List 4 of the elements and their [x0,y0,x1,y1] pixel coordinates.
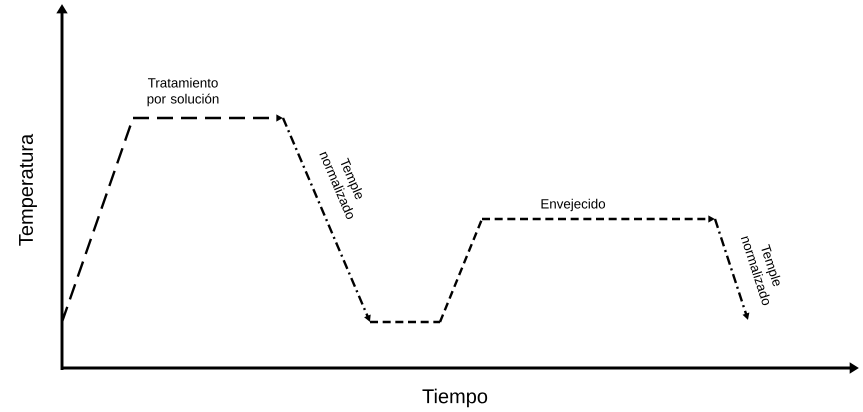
stage-label: Envejecido [541,198,606,212]
axis-label: Temperatura [19,134,37,246]
axis-label: Tiempo [422,388,488,408]
stage-label: Tratamiento por solución [148,78,218,106]
